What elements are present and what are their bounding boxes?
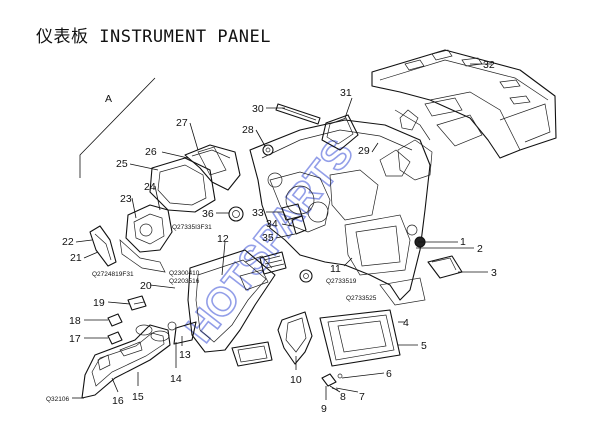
callout-33: 33 <box>252 207 264 219</box>
part-code-q3: Q2300410 <box>169 270 200 277</box>
part-27-cluster-hood <box>184 144 241 191</box>
part-18-clip <box>107 313 123 327</box>
part-12b-lid <box>231 341 273 367</box>
callout-7: 7 <box>359 391 365 403</box>
callout-2: 2 <box>477 243 483 255</box>
part-15-16-center-console <box>81 324 171 399</box>
part-code-q1: Q27335I3F31 <box>172 224 212 231</box>
callout-5: 5 <box>421 340 427 352</box>
part-19-bracket <box>127 295 147 311</box>
part-code-q6: Q2733525 <box>346 295 377 302</box>
callout-14: 14 <box>170 373 182 385</box>
callout-30: 30 <box>252 103 264 115</box>
part-code-labels: Q27335I3F31 Q2724819F31 Q2300410 Q220351… <box>46 224 377 403</box>
callout-18: 18 <box>69 315 81 327</box>
callout-27: 27 <box>176 117 188 129</box>
callout-17: 17 <box>69 333 81 345</box>
part-13-14-cover <box>167 321 197 345</box>
callout-9: 9 <box>321 403 327 415</box>
callout-31: 31 <box>340 87 352 99</box>
callout-29: 29 <box>358 145 370 157</box>
part-21-22-side-trim <box>89 225 117 267</box>
part-29-33-34-brackets <box>281 149 411 235</box>
part-11-vent <box>259 251 287 275</box>
callout-19: 19 <box>93 297 105 309</box>
callout-A: A <box>105 93 112 105</box>
part-17-clip <box>107 331 123 345</box>
callout-numbers: A 32 31 30 28 27 26 25 24 23 22 21 29 36… <box>62 59 497 415</box>
callout-20: 20 <box>140 280 152 292</box>
part-28-knob <box>262 144 274 156</box>
callout-15: 15 <box>132 391 144 403</box>
part-35-vent-knob <box>299 269 313 283</box>
part-10-lower-cover <box>277 311 313 365</box>
part-code-q5: Q2733519 <box>326 278 357 285</box>
callout-13: 13 <box>179 349 191 361</box>
part-code-q4: Q2203516 <box>169 278 200 285</box>
callout-16: 16 <box>112 395 124 407</box>
callout-23: 23 <box>120 193 132 205</box>
part-31-display-housing <box>321 114 359 151</box>
part-code-q2: Q2724819F31 <box>92 271 134 278</box>
callout-10: 10 <box>290 374 302 386</box>
part-12-lower-panel <box>187 249 276 353</box>
leader-lines <box>72 63 492 400</box>
part-3-glovebox-lid <box>427 255 463 279</box>
callout-21: 21 <box>70 252 82 264</box>
callout-4: 4 <box>403 317 409 329</box>
callout-6: 6 <box>386 368 392 380</box>
callout-26: 26 <box>145 146 157 158</box>
callout-11: 11 <box>330 263 341 275</box>
callout-22: 22 <box>62 236 74 248</box>
callout-8: 8 <box>340 391 346 403</box>
callout-36: 36 <box>202 208 214 220</box>
callout-12: 12 <box>217 233 229 245</box>
diagram-title: 仪表板 INSTRUMENT PANEL <box>36 27 271 47</box>
part-code-q7: Q32106 <box>46 396 70 403</box>
part-30-defroster-strip <box>275 103 321 125</box>
instrument-panel-body <box>249 109 433 306</box>
callout-25: 25 <box>116 158 128 170</box>
part-4-glovebox-door <box>319 309 401 367</box>
part-32-dash-top-panel <box>371 49 557 159</box>
callout-1: 1 <box>460 236 466 248</box>
callout-34: 34 <box>266 218 278 230</box>
part-25-cluster-bezel <box>149 157 216 213</box>
part-23-24-column-shroud <box>119 204 173 273</box>
callout-32: 32 <box>483 59 495 71</box>
part-36-round-vent <box>228 206 244 222</box>
callout-3: 3 <box>491 267 497 279</box>
callout-35: 35 <box>262 232 274 244</box>
callout-24: 24 <box>144 181 156 193</box>
callout-28: 28 <box>242 124 254 136</box>
